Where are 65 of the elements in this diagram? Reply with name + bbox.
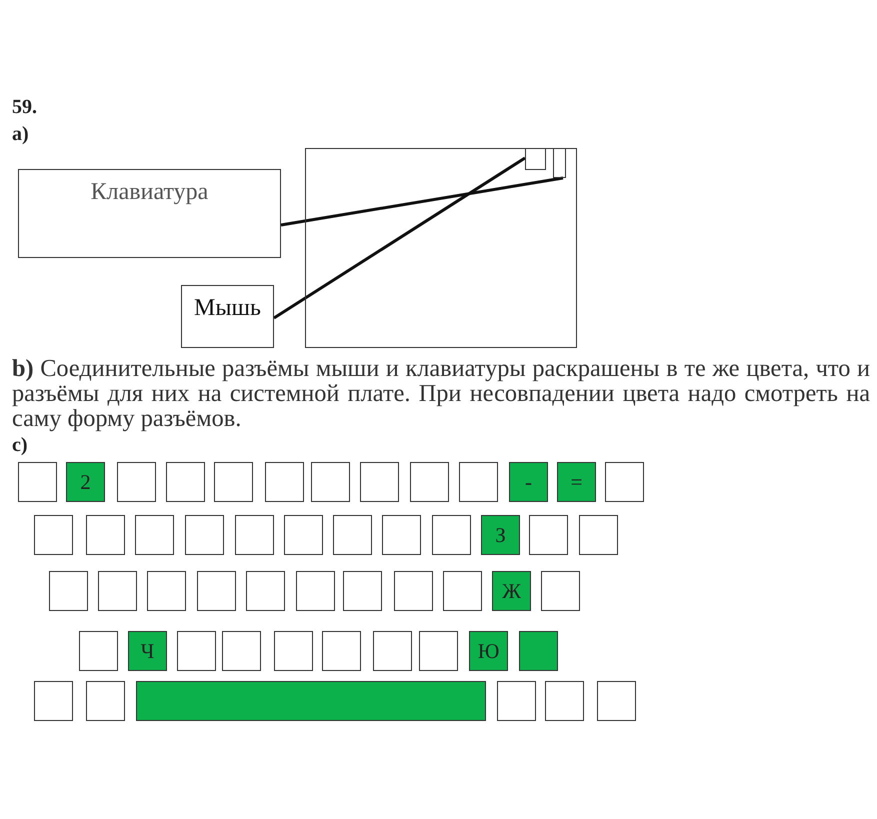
keyboard-key	[284, 515, 323, 555]
keyboard-key	[86, 515, 125, 555]
keyboard-key	[410, 462, 449, 502]
keyboard-key	[214, 462, 253, 502]
keyboard-key	[274, 631, 313, 671]
keyboard-key	[333, 515, 372, 555]
keyboard-key: Ж	[492, 571, 531, 611]
keyboard-key	[197, 571, 236, 611]
cable-line	[273, 156, 526, 320]
keyboard-key	[432, 515, 471, 555]
keyboard-key	[147, 571, 186, 611]
keyboard-key	[265, 462, 304, 502]
keyboard-key	[459, 462, 498, 502]
keyboard-key	[235, 515, 274, 555]
keyboard-key	[296, 571, 335, 611]
keyboard-key	[541, 571, 580, 611]
keyboard-key	[529, 515, 568, 555]
keyboard-key: З	[481, 515, 520, 555]
keyboard-key	[86, 681, 125, 721]
keyboard-key	[49, 571, 88, 611]
problem-number: 59.	[12, 95, 37, 120]
keyboard-key	[443, 571, 482, 611]
keyboard-key	[311, 462, 350, 502]
part-label: c)	[12, 433, 28, 458]
keyboard-key	[419, 631, 458, 671]
keyboard-key	[34, 681, 73, 721]
keyboard-key	[394, 571, 433, 611]
keyboard-key: 2	[66, 462, 105, 502]
system-unit	[305, 148, 577, 348]
part-label: a)	[12, 122, 29, 147]
keyboard-key	[579, 515, 618, 555]
keyboard-key	[222, 631, 261, 671]
keyboard-key	[34, 515, 73, 555]
keyboard-key: Ю	[469, 631, 508, 671]
keyboard-key	[343, 571, 382, 611]
connector-port	[553, 148, 566, 178]
keyboard-key	[497, 681, 536, 721]
keyboard-key	[98, 571, 137, 611]
keyboard-key	[382, 515, 421, 555]
keyboard-key	[373, 631, 412, 671]
keyboard-key: =	[557, 462, 596, 502]
keyboard-key	[177, 631, 216, 671]
device-name: Клавиатура	[90, 179, 208, 206]
keyboard-key: Ч	[128, 631, 167, 671]
keyboard-key	[322, 631, 361, 671]
space-bar	[136, 681, 486, 721]
answer-paragraph: b) Соединительные разъёмы мыши и клавиатуры раскрашены в те же цвета, что и разъёмы для них на системной плате. При несовпадении цвета надо смотреть на саму форму разъёмов.	[12, 356, 870, 431]
keyboard-key	[18, 462, 57, 502]
keyboard-key	[79, 631, 118, 671]
cable-line	[280, 176, 564, 226]
keyboard-key	[135, 515, 174, 555]
device-name: Мышь	[194, 295, 261, 322]
device-box	[18, 169, 281, 258]
keyboard-key	[185, 515, 224, 555]
keyboard-key	[545, 681, 584, 721]
keyboard-key	[246, 571, 285, 611]
keyboard-key	[117, 462, 156, 502]
keyboard-key	[605, 462, 644, 502]
keyboard-key	[166, 462, 205, 502]
device-box	[181, 285, 274, 348]
keyboard-key	[360, 462, 399, 502]
keyboard-key: -	[509, 462, 548, 502]
keyboard-key	[597, 681, 636, 721]
keyboard-key	[519, 631, 558, 671]
connector-port	[525, 148, 546, 170]
